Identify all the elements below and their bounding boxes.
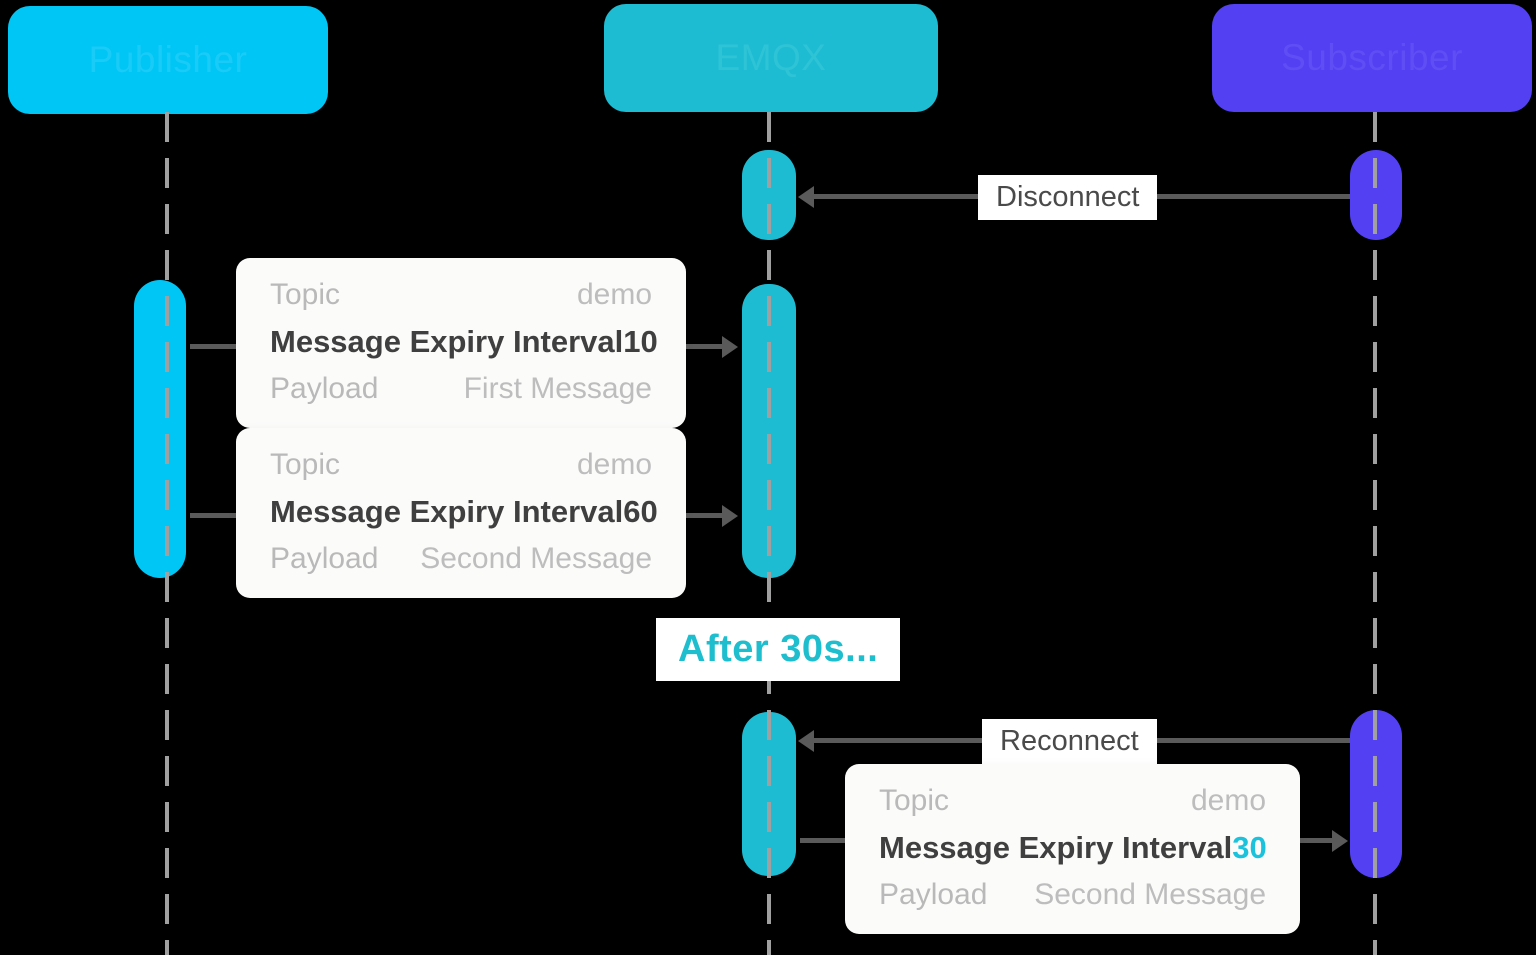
arrow-head-publish-first	[722, 336, 738, 358]
card-row-value: 60	[623, 494, 658, 529]
card-row-key: Payload	[270, 542, 379, 575]
lifeline-overlay-emqx	[767, 112, 771, 955]
card-row-value: demo	[1190, 784, 1266, 817]
participant-emqx[interactable]: EMQX	[604, 4, 938, 112]
card-row-key: Message Expiry Interval	[270, 494, 624, 529]
card-row-value: demo	[576, 448, 652, 481]
card-row: Payload Second Message	[879, 878, 1266, 912]
card-row-key: Topic	[270, 448, 341, 481]
card-row: Topic demo	[270, 448, 652, 482]
message-card-second-message[interactable]: Topic demo Message Expiry Interval 60 Pa…	[236, 428, 686, 598]
arrow-head-disconnect	[798, 186, 814, 208]
note-after-delay: After 30s...	[656, 618, 901, 681]
message-card-first-message[interactable]: Topic demo Message Expiry Interval 10 Pa…	[236, 258, 686, 428]
card-row-value: 10	[623, 324, 658, 359]
arrow-head-deliver	[1332, 830, 1348, 852]
card-row-value: Second Message	[1034, 878, 1266, 911]
card-row-key: Message Expiry Interval	[270, 324, 624, 359]
card-row-key: Payload	[879, 878, 988, 911]
message-label-reconnect[interactable]: Reconnect	[982, 719, 1157, 764]
card-row-value: 30	[1232, 830, 1267, 865]
message-label-disconnect[interactable]: Disconnect	[978, 175, 1158, 220]
card-row-key: Topic	[879, 784, 950, 817]
card-row: Message Expiry Interval 30	[879, 830, 1267, 866]
card-row: Message Expiry Interval 10	[270, 324, 658, 360]
arrow-head-reconnect	[798, 730, 814, 752]
activation-publisher-1	[134, 280, 186, 578]
card-row-key: Payload	[270, 372, 379, 405]
card-row: Payload First Message	[270, 372, 652, 406]
card-row: Payload Second Message	[270, 542, 652, 576]
participant-subscriber[interactable]: Subscriber	[1212, 4, 1532, 112]
card-row: Topic demo	[270, 278, 652, 312]
card-row: Topic demo	[879, 784, 1266, 818]
card-row: Message Expiry Interval 60	[270, 494, 658, 530]
card-row-key: Message Expiry Interval	[879, 830, 1233, 865]
arrow-head-publish-second	[722, 505, 738, 527]
participant-publisher[interactable]: Publisher	[8, 6, 328, 114]
card-row-key: Topic	[270, 278, 341, 311]
message-card-delivered-message[interactable]: Topic demo Message Expiry Interval 30 Pa…	[845, 764, 1300, 934]
card-row-value: First Message	[463, 372, 652, 405]
card-row-value: Second Message	[420, 542, 652, 575]
card-row-value: demo	[576, 278, 652, 311]
lifeline-overlay-subscriber	[1373, 112, 1377, 955]
lifeline-overlay-publisher	[165, 112, 169, 955]
